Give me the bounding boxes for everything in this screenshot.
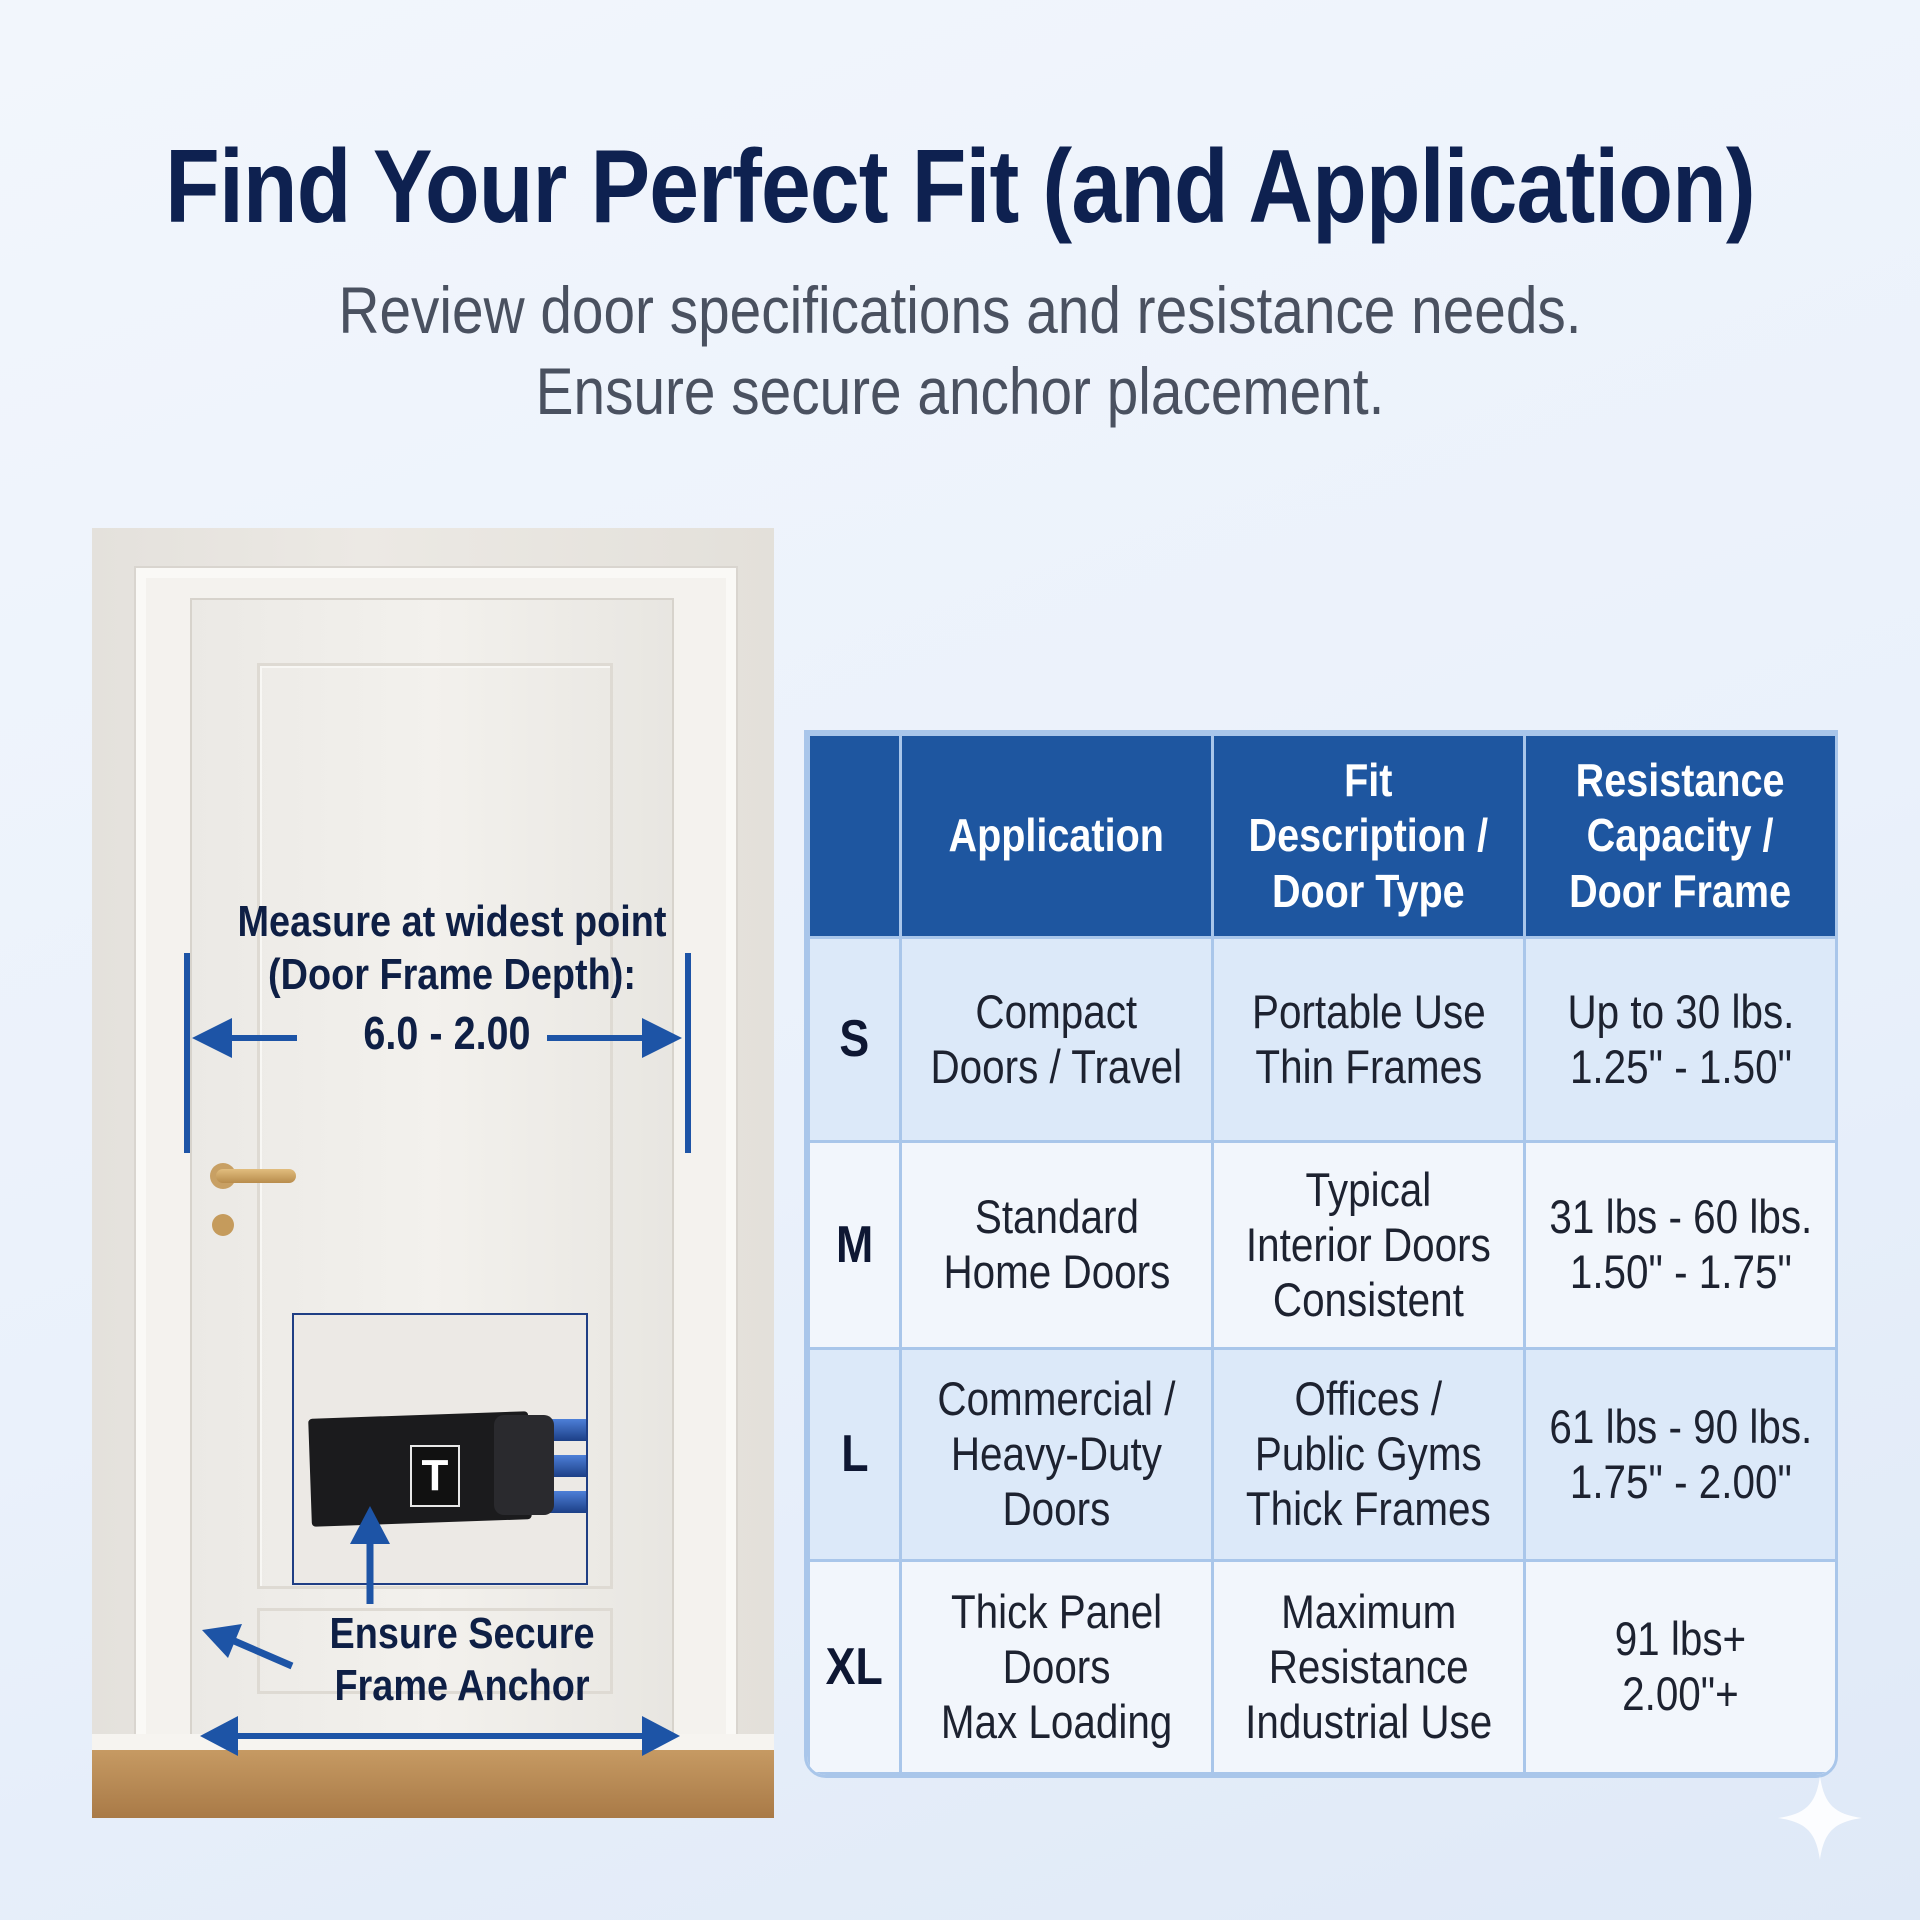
arrow-up-icon [350,1506,390,1544]
size-cell: S [807,935,902,1144]
resistance-cell: 91 lbs+ 2.00"+ [1523,1559,1835,1775]
page-title: Find Your Perfect Fit (and Application) [165,129,1756,245]
table-header-row: Application Fit Description / Door Type … [807,733,1835,939]
fit-cell: Typical Interior Doors Consistent [1211,1140,1526,1350]
door-upper-panel [257,663,613,1589]
door-photo: Measure at widest point (Door Frame Dept… [92,528,774,1818]
application-cell: Compact Doors / Travel [899,935,1214,1144]
anchor-inset-photo: T [292,1313,588,1585]
anchor-clip [494,1415,554,1515]
header-fit: Fit Description / Door Type [1211,733,1526,939]
application-cell: Standard Home Doors [899,1140,1214,1350]
table-row: XL Thick Panel Doors Max Loading Maximum… [807,1559,1835,1775]
fit-cell: Offices / Public Gyms Thick Frames [1211,1346,1526,1563]
application-cell: Thick Panel Doors Max Loading [899,1559,1214,1775]
size-cell: XL [807,1559,902,1775]
resistance-cell: Up to 30 lbs. 1.25" - 1.50" [1523,935,1835,1144]
measure-label-line-1: Measure at widest point [237,897,667,946]
anchor-label-line-1: Ensure Secure [329,1609,595,1658]
header-size [807,733,902,939]
measurement-arrows [184,953,691,1756]
page-subtitle: Review door specifications and resistanc… [134,270,1785,431]
measure-value: 6.0 - 2.00 [363,1007,531,1059]
strap-logo: T [410,1445,460,1507]
arrow-diagonal-icon [202,1624,242,1658]
wood-floor [92,1750,774,1818]
measure-label-line-2: (Door Frame Depth): [268,949,636,999]
fit-cell: Portable Use Thin Frames [1211,935,1526,1144]
anchor-label: Ensure Secure Frame Anchor [316,1608,608,1712]
table-row: S Compact Doors / Travel Portable Use Th… [807,935,1835,1144]
keyhole-icon [212,1214,234,1236]
door-handle-icon [216,1169,296,1183]
size-cell: M [807,1140,902,1350]
subtitle-line-2: Ensure secure anchor placement. [535,353,1385,428]
table-row: L Commercial / Heavy-Duty Doors Offices … [807,1346,1835,1563]
header-application: Application [899,733,1214,939]
arrow-right-icon [642,1018,682,1058]
header-resistance: Resistance Capacity / Door Frame [1523,733,1835,939]
fit-cell: Maximum Resistance Industrial Use [1211,1559,1526,1775]
size-cell: L [807,1346,902,1563]
arrow-left-icon [192,1018,232,1058]
resistance-cell: 61 lbs - 90 lbs. 1.75" - 2.00" [1523,1346,1835,1563]
measure-label: Measure at widest point (Door Frame Dept… [237,896,667,1002]
anchor-label-line-2: Frame Anchor [334,1660,590,1710]
fit-table: Application Fit Description / Door Type … [804,730,1838,1778]
application-cell: Commercial / Heavy-Duty Doors [899,1346,1214,1563]
header: Find Your Perfect Fit (and Application) … [0,130,1920,431]
floor-arrow-right-icon [642,1716,680,1756]
table-row: M Standard Home Doors Typical Interior D… [807,1140,1835,1350]
subtitle-line-1: Review door specifications and resistanc… [338,273,1582,348]
floor-arrow-left-icon [200,1716,238,1756]
arrow-diagonal-shaft [230,1636,294,1670]
sparkle-icon [1778,1776,1862,1860]
resistance-cell: 31 lbs - 60 lbs. 1.50" - 1.75" [1523,1140,1835,1350]
